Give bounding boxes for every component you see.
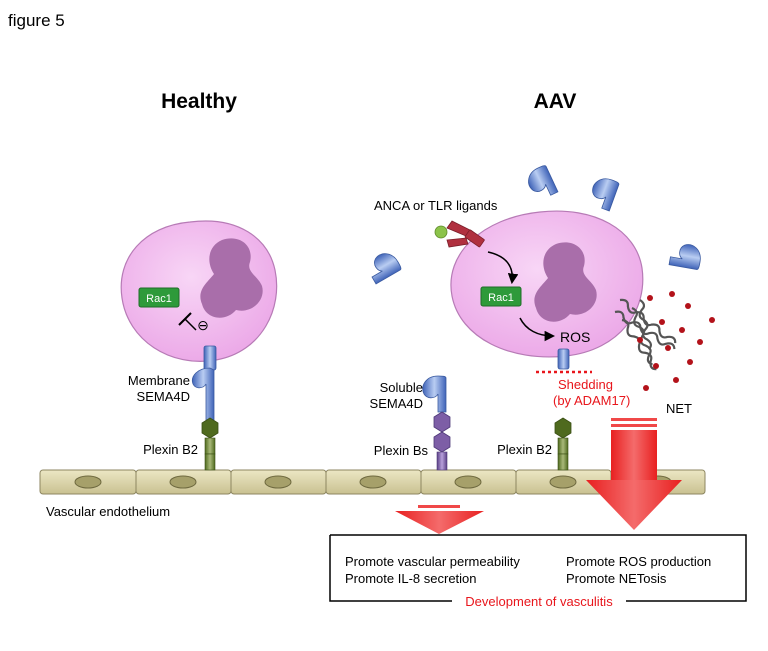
rac1-label: Rac1 <box>488 292 514 304</box>
cleaved-membrane-sema4d <box>557 348 570 370</box>
soluble-sema4d-label-2: SEMA4D <box>370 396 423 411</box>
vascular-endothelium-label: Vascular endothelium <box>46 504 170 519</box>
rac1-box <box>480 286 522 307</box>
rac1-box <box>138 287 180 308</box>
membrane-sema4d-label: Membrane <box>128 373 190 388</box>
membrane-sema4d <box>191 345 217 421</box>
soluble-sema4d-bound <box>422 375 447 413</box>
rac1-label: Rac1 <box>146 293 172 305</box>
plexin-bs-receptor <box>433 411 451 471</box>
panel-title-healthy: Healthy <box>161 90 237 113</box>
inhibition-icon <box>178 312 197 331</box>
activation-arrow <box>519 317 556 342</box>
net-granules-icon <box>637 291 715 391</box>
small-red-down-arrow <box>395 505 484 534</box>
aav-neutrophil: Rac1 ROS <box>450 210 644 358</box>
activation-arrow <box>487 251 519 285</box>
nucleus <box>534 242 597 322</box>
anca-tlr-label: ANCA or TLR ligands <box>374 198 498 213</box>
membrane-sema4d-label-2: SEMA4D <box>137 389 190 404</box>
plexin-b2-label-healthy: Plexin B2 <box>143 442 198 457</box>
plexin-b2-receptor <box>201 417 219 471</box>
outcome-ros-production: Promote ROS production <box>566 554 711 569</box>
large-red-down-arrow <box>586 418 682 530</box>
net-fibers-icon <box>614 298 677 371</box>
outcome-netosis: Promote NETosis <box>566 571 667 586</box>
ros-label: ROS <box>560 329 590 345</box>
anca-receptor-icon <box>434 220 485 248</box>
figure-label: figure 5 <box>8 11 65 30</box>
soluble-sema4d-fragment <box>668 244 701 270</box>
shedding-label: Shedding <box>558 377 613 392</box>
soluble-sema4d-fragment <box>528 165 559 196</box>
outcome-il8-secretion: Promote IL-8 secretion <box>345 571 477 586</box>
soluble-sema4d-fragment <box>592 178 620 212</box>
healthy-neutrophil: Rac1 ⊖ <box>120 220 278 362</box>
soluble-sema4d-label: Soluble <box>380 380 423 395</box>
negative-sign-icon: ⊖ <box>197 317 209 333</box>
net-label: NET <box>666 401 692 416</box>
outcome-vascular-permeability: Promote vascular permeability <box>345 554 520 569</box>
nucleus <box>200 238 263 318</box>
conclusion-label: Development of vasculitis <box>465 594 613 609</box>
plexin-b2-receptor <box>554 417 572 471</box>
plexin-b2-label-aav: Plexin B2 <box>497 442 552 457</box>
panel-title-aav: AAV <box>534 90 577 113</box>
shedding-label-2: (by ADAM17) <box>553 393 630 408</box>
conclusion-label-bg <box>452 592 626 610</box>
plexin-bs-label: Plexin Bs <box>374 443 429 458</box>
outcome-box: Promote vascular permeability Promote IL… <box>329 534 747 602</box>
soluble-sema4d-fragment <box>371 253 402 285</box>
